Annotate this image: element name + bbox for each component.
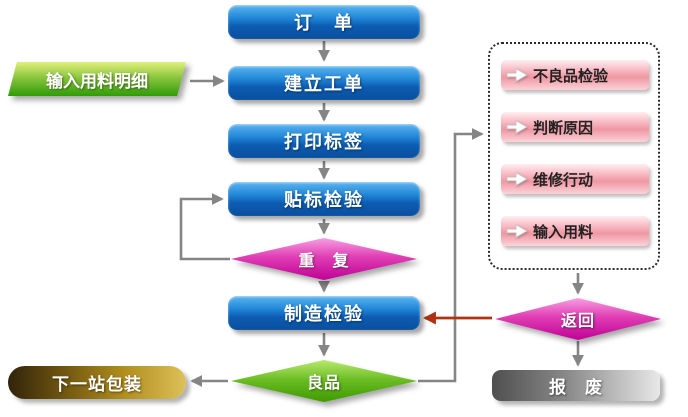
rework-step-repair-action: 维修行动 <box>501 164 649 194</box>
right-block-arrow-icon <box>506 222 528 240</box>
node-mfg-inspection: 制造检验 <box>228 296 420 330</box>
right-block-arrow-icon <box>506 170 528 188</box>
node-order: 订 单 <box>228 5 420 39</box>
rework-step-judge-cause: 判断原因 <box>501 112 649 142</box>
node-next-station-packaging: 下一站包装 <box>8 366 186 399</box>
rework-step-defect-inspection: 不良品检验 <box>501 60 649 90</box>
rework-panel: 不良品检验 判断原因 维修行动 输入用料 <box>488 42 660 270</box>
node-print-label: 打印标签 <box>228 124 420 158</box>
node-repeat-decision: 重 复 <box>231 238 417 280</box>
arrow-good-to-rework-panel <box>418 128 484 383</box>
rework-step-label: 输入用料 <box>533 223 594 241</box>
right-block-arrow-icon <box>506 118 528 136</box>
right-block-arrow-icon <box>506 66 528 84</box>
rework-step-input-material: 输入用料 <box>501 216 649 246</box>
node-repeat-label: 重 复 <box>231 238 417 280</box>
arrow-repeat-loop <box>179 193 230 261</box>
rework-step-label: 不良品检验 <box>533 67 609 85</box>
node-create-work-order: 建立工单 <box>228 66 420 100</box>
node-return-label: 返回 <box>495 298 661 340</box>
node-good-label: 良品 <box>231 360 417 402</box>
rework-step-label: 判断原因 <box>533 119 594 137</box>
node-label-inspection: 贴标检验 <box>228 182 420 216</box>
node-good-decision: 良品 <box>231 360 417 402</box>
node-input-material-shape: 输入用料明细 <box>8 62 186 96</box>
node-scrap: 报 废 <box>492 370 660 401</box>
rework-step-label: 维修行动 <box>533 171 594 189</box>
node-return-decision: 返回 <box>495 298 661 340</box>
node-input-material: 输入用料明细 <box>8 62 186 96</box>
